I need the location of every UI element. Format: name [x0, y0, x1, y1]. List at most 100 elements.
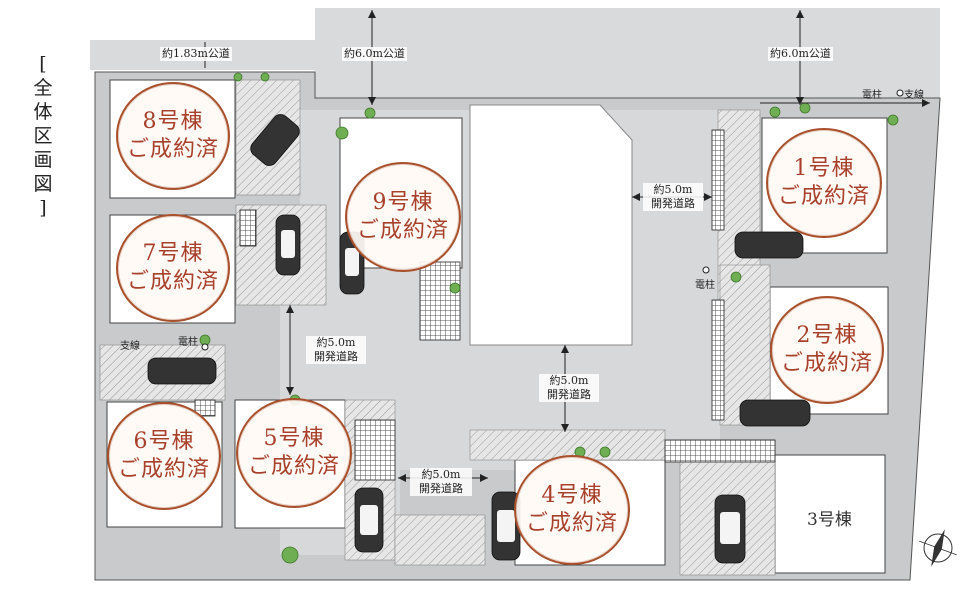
central-plot [469, 104, 633, 346]
utility-pole-icon [201, 343, 209, 351]
fence-block [354, 419, 396, 481]
page-title: [ 全 体 区 画 図 ] [30, 52, 56, 220]
lot-3-outline [774, 454, 886, 574]
car-window [345, 248, 359, 276]
lot-status: ご成約済 [780, 351, 873, 376]
road-name: 開発道路 [314, 350, 358, 363]
car [147, 357, 217, 385]
road-width: 約5.0m [653, 183, 693, 196]
arrow-head [368, 97, 376, 105]
road-label-left-dev: 約5.0m 開発道路 [306, 336, 366, 364]
lot-number: 5号棟 [263, 426, 325, 451]
car-window [497, 510, 515, 542]
lot-number: 4号棟 [541, 483, 603, 508]
tree [364, 107, 376, 119]
lot-status: ご成約済 [126, 137, 219, 162]
tree [449, 282, 461, 294]
pole-label-top-right: 電柱 [862, 90, 882, 101]
north-compass-icon [919, 529, 957, 567]
road-label-bottom-dev: 約5.0m 開発道路 [410, 468, 472, 496]
tree [799, 102, 811, 114]
lot-6-sold-stamp[interactable]: 6号棟 ご成約済 [107, 402, 221, 510]
tree [599, 446, 611, 458]
lot-status: ご成約済 [247, 454, 340, 479]
arrow-head [561, 424, 569, 432]
pole-label-left: 電柱 [178, 337, 198, 348]
utility-pole-icon [702, 266, 710, 274]
arrow-head [704, 193, 712, 201]
road-name: 開発道路 [651, 197, 695, 210]
road-label-right-dev: 約5.0m 開発道路 [643, 183, 703, 211]
car [250, 114, 300, 166]
lot-status: ご成約済 [126, 269, 219, 294]
lot-number: 6号棟 [133, 429, 195, 454]
road-name: 開発道路 [547, 388, 591, 401]
road-label-center-dev: 約5.0m 開発道路 [539, 374, 599, 402]
lot-7-sold-stamp[interactable]: 7号棟 ご成約済 [116, 214, 230, 322]
tree [335, 126, 349, 140]
lot-number: 9号棟 [372, 190, 434, 215]
arrow-head [480, 474, 488, 482]
lot-number: 7号棟 [142, 241, 204, 266]
lot-1-sold-stamp[interactable]: 1号棟 ご成約済 [766, 128, 882, 238]
lot-status: ご成約済 [777, 184, 870, 209]
arrow-head [398, 474, 406, 482]
car-window [720, 512, 740, 544]
tree [260, 72, 270, 82]
lot-3-label[interactable]: 3号棟 [807, 510, 852, 530]
lot-number: 2号棟 [796, 323, 858, 348]
title-char: 図 [33, 173, 53, 195]
title-char: 画 [33, 149, 53, 171]
road-width: 約5.0m [316, 336, 356, 349]
road-label-top-right: 約6.0m公道 [768, 47, 833, 61]
arrow-head [561, 345, 569, 353]
lot-9-sold-stamp[interactable]: 9号棟 ご成約済 [345, 162, 461, 272]
lot-number: 8号棟 [142, 109, 204, 134]
branch-label-left: 支線 [120, 341, 140, 352]
lot-5-sold-stamp[interactable]: 5号棟 ご成約済 [236, 398, 352, 508]
fence-block [194, 399, 216, 417]
lot-8-sold-stamp[interactable]: 8号棟 ご成約済 [116, 82, 230, 190]
car [734, 231, 804, 259]
fence-block [711, 129, 725, 231]
title-char: 体 [33, 101, 53, 123]
arrow-head [796, 97, 804, 105]
arrow-head [286, 387, 294, 395]
hatch-zone [394, 514, 486, 566]
lot-2-sold-stamp[interactable]: 2号棟 ご成約済 [770, 296, 884, 404]
tree [769, 106, 781, 118]
road-label-top-center: 約6.0m公道 [342, 47, 407, 61]
lot-4-sold-stamp[interactable]: 4号棟 ご成約済 [514, 455, 630, 565]
public-road-top [315, 8, 940, 103]
road-width: 約5.0m [421, 468, 461, 481]
tree [233, 72, 243, 82]
tree [730, 271, 742, 283]
fence-block [664, 439, 776, 463]
tree [887, 114, 899, 126]
title-bracket-open: [ [39, 53, 47, 75]
car-window [360, 505, 378, 535]
lot-status: ご成約済 [117, 457, 210, 482]
arrow-head [796, 10, 804, 18]
road-name: 開発道路 [419, 482, 463, 495]
fence-block [711, 299, 725, 421]
utility-pole-icon [896, 89, 904, 97]
arrow-head [632, 193, 640, 201]
branch-label-top-right: 支線 [904, 90, 924, 101]
lot-status: ご成約済 [356, 218, 449, 243]
car [739, 399, 811, 427]
fence-block [419, 261, 461, 341]
car-window [281, 230, 295, 258]
arrow-head [286, 305, 294, 313]
arrow-head [368, 10, 376, 18]
pole-label-mid-right: 電柱 [695, 280, 715, 291]
title-char: 区 [33, 125, 53, 147]
lot-status: ご成約済 [525, 511, 618, 536]
arrow-head [922, 99, 930, 107]
title-bracket-close: ] [39, 197, 47, 219]
road-label-top-left: 約1.83m公道 [160, 47, 232, 61]
road-width: 約5.0m [549, 374, 589, 387]
tree [281, 546, 299, 564]
lot-number: 1号棟 [793, 156, 855, 181]
